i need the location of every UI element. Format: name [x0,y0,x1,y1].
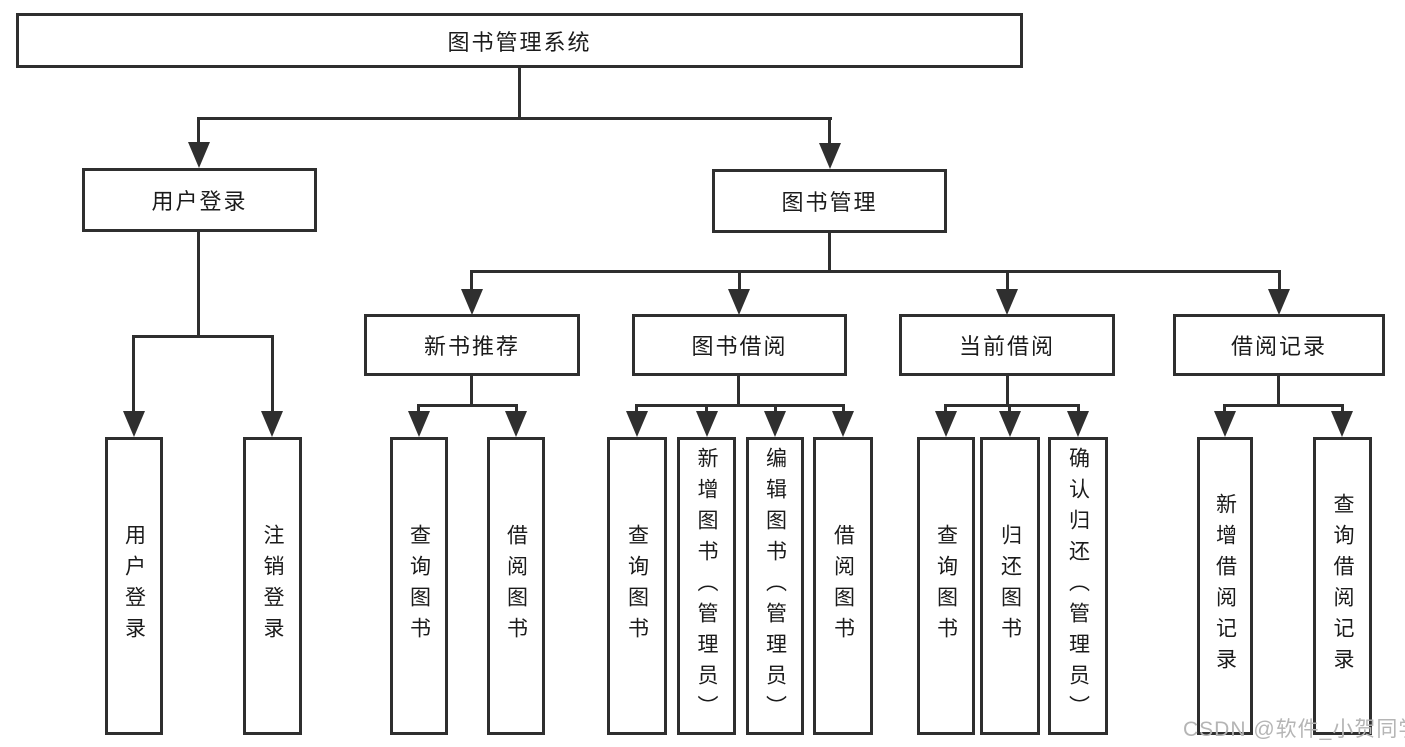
connector-drop-user-login [197,117,200,145]
arrow-down-icon [1067,411,1089,437]
connector-user-login-bus [132,335,274,338]
arrow-down-icon [1331,411,1353,437]
connector-drop [842,404,845,414]
connector-drop-book-borrow [738,270,741,292]
node-label: 新书推荐 [423,334,520,359]
leaf-logout: 注销登录 [243,437,302,735]
leaf-bb-borrow-books: 借阅图书 [813,437,873,735]
arrow-down-icon [996,289,1018,315]
leaf-label: 归还图书 [998,524,1022,648]
leaf-label: 新增图书（管理员） [695,446,718,726]
node-book-management: 图书管理 [712,169,947,233]
connector-drop [515,404,518,414]
node-book-borrowing: 图书借阅 [632,314,847,376]
connector-drop [944,404,947,414]
arrow-down-icon [696,411,718,437]
arrow-down-icon [1268,289,1290,315]
leaf-br-query-record: 查询借阅记录 [1313,437,1372,735]
leaf-label: 注销登录 [261,524,284,648]
connector-drop [417,404,420,414]
connector-drop-new-book [470,270,473,292]
leaf-bb-edit-books-admin: 编辑图书（管理员） [746,437,804,735]
leaf-label: 确认归还（管理员） [1066,446,1090,726]
node-label: 图书借阅 [691,334,788,359]
node-root: 图书管理系统 [16,13,1023,68]
leaf-label: 借阅图书 [504,524,528,648]
csdn-watermark: CSDN @软件_小贺同学 [1183,718,1405,741]
leaf-label: 编辑图书（管理员） [763,446,787,726]
connector-drop-book-management [828,117,831,145]
connector-drop [635,404,638,414]
connector-current-borrow-stem [1006,375,1009,407]
node-label: 图书管理 [781,190,878,215]
leaf-label: 借阅图书 [831,524,855,648]
leaf-label: 查询图书 [934,524,958,648]
arrow-down-icon [505,411,527,437]
connector-root-stem [518,66,521,118]
arrow-down-icon [261,411,283,437]
arrow-down-icon [461,289,483,315]
leaf-label: 查询图书 [625,524,649,648]
connector-drop [1008,404,1011,414]
leaf-nb-query-books: 查询图书 [390,437,448,735]
connector-current-borrow-bus [944,404,1080,407]
leaf-nb-borrow-books: 借阅图书 [487,437,545,735]
connector-drop-leaf-user-login [132,335,135,414]
connector-drop [1077,404,1080,414]
connector-user-login-stem [197,230,200,336]
node-user-login: 用户登录 [82,168,317,232]
leaf-cb-confirm-return-admin: 确认归还（管理员） [1048,437,1108,735]
leaf-label: 查询图书 [407,524,431,648]
leaf-label: 新增借阅记录 [1213,493,1237,679]
node-label: 用户登录 [151,189,248,214]
arrow-down-icon [408,411,430,437]
connector-book-management-stem [828,231,831,273]
connector-drop [1223,404,1226,414]
leaf-cb-query-books: 查询图书 [917,437,975,735]
connector-borrow-records-bus [1223,404,1344,407]
leaf-label: 查询借阅记录 [1331,493,1354,679]
connector-drop-borrow-records [1278,270,1281,292]
arrow-down-icon [728,289,750,315]
leaf-user-login: 用户登录 [105,437,163,735]
node-borrowing-records: 借阅记录 [1173,314,1385,376]
arrow-down-icon [123,411,145,437]
connector-drop [774,404,777,414]
connector-borrow-records-stem [1277,375,1280,407]
connector-book-borrow-stem [737,375,740,407]
connector-drop [705,404,708,414]
connector-root-bus [197,117,832,120]
connector-drop-current-borrow [1006,270,1009,292]
leaf-br-add-record: 新增借阅记录 [1197,437,1253,735]
connector-drop-leaf-logout [271,335,274,414]
connector-drop [1341,404,1344,414]
connector-book-management-bus [470,270,1281,273]
arrow-down-icon [935,411,957,437]
node-label: 借阅记录 [1230,334,1327,359]
leaf-bb-add-books-admin: 新增图书（管理员） [677,437,736,735]
arrow-down-icon [188,142,210,168]
arrow-down-icon [999,411,1021,437]
leaf-bb-query-books: 查询图书 [607,437,667,735]
node-root-label: 图书管理系统 [447,29,592,55]
connector-book-borrow-bus [635,404,845,407]
node-new-book-recommend: 新书推荐 [364,314,580,376]
leaf-label: 用户登录 [122,524,146,648]
arrow-down-icon [819,143,841,169]
arrow-down-icon [832,411,854,437]
connector-new-book-stem [470,375,473,407]
node-current-borrowing: 当前借阅 [899,314,1115,376]
connector-new-book-bus [417,404,518,407]
leaf-cb-return-books: 归还图书 [980,437,1040,735]
node-label: 当前借阅 [958,334,1055,359]
arrow-down-icon [1214,411,1236,437]
arrow-down-icon [764,411,786,437]
arrow-down-icon [626,411,648,437]
